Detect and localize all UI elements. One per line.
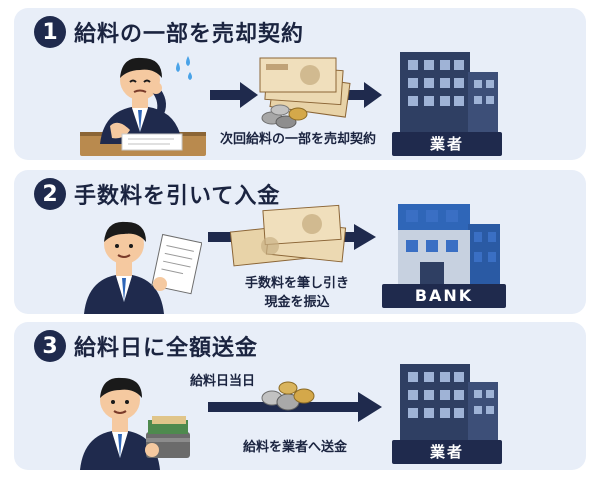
step-1-panel: 1 給料の一部を売却契約 (14, 8, 586, 160)
step-2-building-label: BANK (382, 284, 506, 308)
step-2-caption: 手数料を筆し引き 現金を振込 (222, 274, 372, 312)
broker-building-icon (400, 52, 498, 134)
step-3-title: 給料日に全額送金 (74, 336, 259, 361)
step-3-timing-label: 給料日当日 (190, 374, 256, 389)
banknotes-icon (259, 57, 351, 118)
worried-worker-illustration (80, 56, 206, 156)
step-1-title: 給料の一部を売却契約 (74, 22, 305, 47)
step-2-heading: 2 手数料を引いて入金 (34, 178, 280, 210)
step-3-number: 3 (34, 330, 66, 362)
step-3-heading: 3 給料日に全額送金 (34, 330, 258, 362)
bank-building-icon (398, 204, 500, 284)
coins-icon (261, 104, 308, 129)
step-2-caption-line1: 手数料を筆し引き (244, 276, 349, 291)
step-1-building-label: 業者 (392, 132, 502, 156)
step-1-heading: 1 給料の一部を売却契約 (34, 16, 304, 48)
step-2-panel: 2 手数料を引いて入金 手数料を (14, 170, 586, 314)
step-1-number: 1 (34, 16, 66, 48)
step-3-building-label: 業者 (392, 440, 502, 464)
broker-building-icon (400, 364, 498, 444)
step-3-panel: 3 給料日に全額送金 給料日当日 給料を業者へ送金 (14, 322, 586, 470)
banknotes-icon (229, 204, 347, 267)
step-2-caption-line2: 現金を振込 (264, 295, 330, 310)
money-transfer-arrow (210, 57, 382, 129)
remittance-arrow (208, 381, 382, 422)
worker-with-wallet-illustration (80, 377, 190, 470)
step-1-caption: 次回給料の一部を売却契約 (219, 132, 376, 147)
deposit-arrow (208, 204, 376, 267)
coins-icon (261, 381, 315, 411)
step-3-caption: 給料を業者へ送金 (242, 440, 347, 455)
step-2-number: 2 (34, 178, 66, 210)
step-2-title: 手数料を引いて入金 (74, 184, 281, 209)
worker-with-document-illustration (84, 221, 202, 314)
